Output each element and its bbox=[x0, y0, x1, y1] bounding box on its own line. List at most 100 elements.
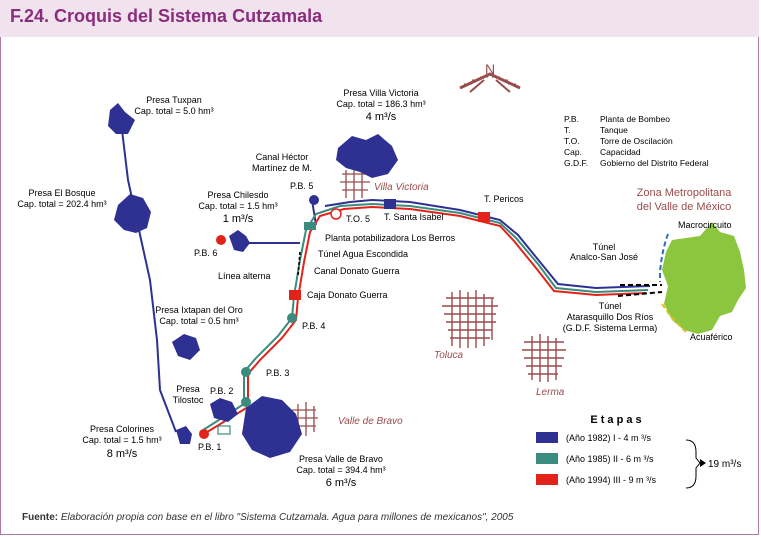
pb3-marker bbox=[241, 367, 251, 377]
dam-chilesdo-shape bbox=[229, 230, 250, 252]
to5-label: T.O. 5 bbox=[346, 214, 370, 224]
tilostoc-name-1: Presa bbox=[176, 384, 200, 394]
abbr-meaning: Tanque bbox=[600, 125, 628, 135]
pb1-marker bbox=[199, 429, 209, 439]
dam-valle-bravo-shape bbox=[242, 396, 302, 458]
cutzamala-diagram: N Presa Tuxpan Cap. total = 5.0 hm³ Pres… bbox=[17, 61, 746, 489]
colorines-flow: 8 m³/s bbox=[107, 448, 138, 460]
pb4-label: P.B. 4 bbox=[302, 321, 325, 331]
green-conduit bbox=[199, 202, 649, 433]
dam-bosque-shape bbox=[114, 194, 151, 233]
planta-label: Planta potabilizadora Los Berros bbox=[325, 233, 456, 243]
etapa-label: (Año 1994) III - 9 m ³/s bbox=[566, 475, 657, 485]
abbr-meaning: Torre de Oscilación bbox=[600, 136, 673, 146]
tunel-dos-rios-1: Túnel bbox=[599, 301, 622, 311]
etapas-arrow bbox=[700, 459, 706, 467]
canal-donato-label: Canal Donato Guerra bbox=[314, 266, 400, 276]
figure-header: F.24. Croquis del Sistema Cutzamala bbox=[0, 0, 759, 37]
valle-bravo-flow: 6 m³/s bbox=[326, 477, 357, 489]
acuaferico-label: Acuaférico bbox=[690, 332, 733, 342]
t-santa-isabel-label: T. Santa Isabel bbox=[384, 212, 444, 222]
macrocircuito-label: Macrocircuito bbox=[678, 220, 732, 230]
compass-label: N bbox=[485, 61, 495, 77]
t-pericos-marker bbox=[478, 212, 490, 222]
figure-title: F.24. Croquis del Sistema Cutzamala bbox=[10, 6, 323, 26]
colorines-name: Presa Colorines bbox=[90, 424, 155, 434]
caja-donato-marker bbox=[289, 290, 301, 300]
city-grid-toluca bbox=[442, 290, 498, 348]
chilesdo-flow: 1 m³/s bbox=[223, 213, 254, 225]
tilostoc-name-2: Tilostoc bbox=[173, 395, 204, 405]
tunel-analco-1: Túnel bbox=[593, 242, 616, 252]
to5-marker bbox=[330, 208, 342, 220]
ixtapan-cap: Cap. total = 0.5 hm³ bbox=[159, 316, 238, 326]
dam-tilostoc-shape bbox=[210, 398, 238, 422]
tunel-dos-rios-2: Atarasquillo Dos Ríos bbox=[567, 312, 654, 322]
chilesdo-cap: Cap. total = 1.5 hm³ bbox=[198, 201, 277, 211]
abbr-key: T. bbox=[564, 125, 571, 135]
etapas-legend: (Año 1982) I - 4 m ³/s (Año 1985) II - 6 … bbox=[536, 432, 657, 485]
linea-alterna-label: Línea alterna bbox=[218, 271, 271, 281]
city-grid-lerma bbox=[522, 334, 566, 382]
tunnel-dos-rios-dashed bbox=[617, 291, 663, 297]
villa-victoria-name: Presa Villa Victoria bbox=[343, 88, 418, 98]
zona-metro-1: Zona Metropolitana bbox=[637, 187, 733, 199]
abbr-key: P.B. bbox=[564, 114, 579, 124]
etapa-label: (Año 1985) II - 6 m ³/s bbox=[566, 454, 654, 464]
bosque-cap: Cap. total = 202.4 hm³ bbox=[17, 199, 106, 209]
tunel-dos-rios-3: (G.D.F. Sistema Lerma) bbox=[563, 323, 658, 333]
etapas-title: E t a p a s bbox=[590, 414, 641, 426]
bosque-name: Presa El Bosque bbox=[28, 188, 95, 198]
valle-bravo-cap: Cap. total = 394.4 hm³ bbox=[296, 465, 385, 475]
pb5-label: P.B. 5 bbox=[290, 181, 313, 191]
canal-hector-2: Martínez de M. bbox=[252, 163, 312, 173]
villa-victoria-cap: Cap. total = 186.3 hm³ bbox=[336, 99, 425, 109]
tuxpan-name: Presa Tuxpan bbox=[146, 95, 202, 105]
villa-victoria-flow: 4 m³/s bbox=[366, 111, 397, 123]
abbr-meaning: Capacidad bbox=[600, 147, 641, 157]
etapa-label: (Año 1982) I - 4 m ³/s bbox=[566, 433, 652, 443]
city-grid-villa-victoria bbox=[340, 168, 370, 200]
valle-bravo-name: Presa Valle de Bravo bbox=[299, 454, 383, 464]
city-grid-valle-bravo-small bbox=[290, 402, 318, 436]
acuaferico-dashed bbox=[661, 303, 687, 333]
pb2-label: P.B. 2 bbox=[210, 386, 233, 396]
zona-metro-2: del Valle de México bbox=[637, 201, 732, 213]
etapas-brace bbox=[685, 439, 701, 489]
city-villa-victoria: Villa Victoria bbox=[374, 182, 429, 193]
tunel-analco-2: Analco-San José bbox=[570, 252, 638, 262]
abbr-key: Cap. bbox=[564, 147, 582, 157]
etapas-total: 19 m³/s bbox=[708, 459, 741, 470]
canal-hector-1: Canal Héctor bbox=[256, 152, 309, 162]
compass-rose: N bbox=[459, 61, 521, 93]
abbr-meaning: Planta de Bombeo bbox=[600, 114, 670, 124]
etapa-swatch bbox=[536, 432, 558, 443]
abbr-key: T.O. bbox=[564, 136, 580, 146]
macrocircuito-dashed bbox=[659, 233, 669, 282]
alterna-dashed-line bbox=[297, 251, 301, 277]
pb5-marker bbox=[309, 195, 319, 205]
city-valle-bravo: Valle de Bravo bbox=[338, 416, 403, 427]
pb2-marker bbox=[241, 397, 251, 407]
blue-line-to-metro bbox=[324, 198, 651, 290]
red-conduit bbox=[203, 205, 647, 435]
dam-ixtapan-shape bbox=[172, 334, 200, 360]
chilesdo-name: Presa Chilesdo bbox=[207, 190, 268, 200]
t-santa-isabel-marker bbox=[384, 199, 396, 209]
colorines-gate-marker bbox=[217, 425, 231, 435]
source-footer: Fuente: Elaboración propia con base en e… bbox=[22, 512, 513, 523]
pb6-label: P.B. 6 bbox=[194, 248, 217, 258]
pb6-marker bbox=[216, 235, 226, 245]
dam-colorines-shape bbox=[176, 426, 192, 444]
ixtapan-name: Presa Ixtapan del Oro bbox=[155, 305, 243, 315]
etapa-swatch bbox=[536, 453, 558, 464]
dam-tuxpan-shape bbox=[108, 103, 135, 134]
city-lerma: Lerma bbox=[536, 387, 565, 398]
pb3-label: P.B. 3 bbox=[266, 368, 289, 378]
caja-donato-label: Caja Donato Guerra bbox=[307, 290, 388, 300]
metro-zone-shape bbox=[662, 222, 746, 334]
pb4-marker bbox=[287, 313, 297, 323]
dam-villa-victoria-shape bbox=[336, 134, 398, 178]
